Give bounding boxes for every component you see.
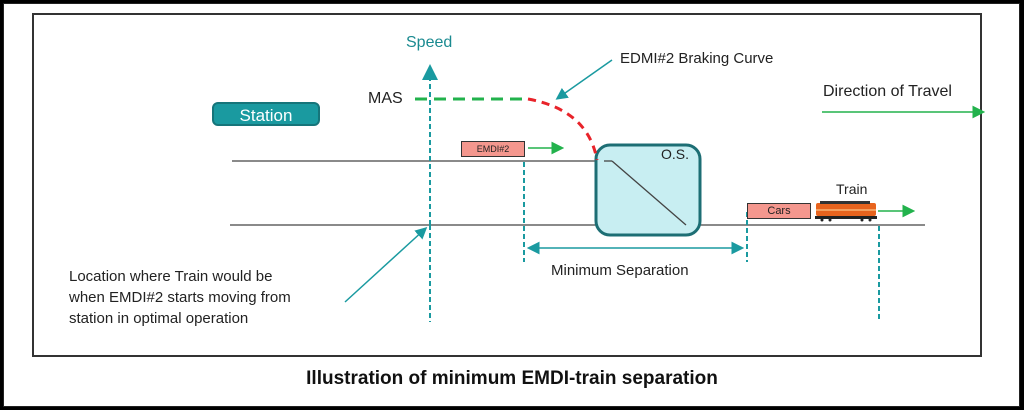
location-pointer	[344, 226, 428, 303]
braking-curve	[527, 97, 599, 161]
direction-of-travel-label: Direction of Travel	[823, 83, 952, 100]
crossover-diagonal	[611, 160, 687, 226]
mas-label: MAS	[368, 90, 403, 107]
station-label: Station	[212, 102, 320, 126]
os-block	[594, 143, 702, 237]
location-note-line2: when EMDI#2 starts moving from	[69, 289, 291, 306]
cars-vehicle: Cars	[747, 203, 811, 219]
location-note-line1: Location where Train would be	[69, 268, 273, 285]
diagram-frame	[32, 13, 982, 357]
figure-caption: Illustration of minimum EMDI-train separ…	[306, 368, 718, 389]
braking-curve-pointer	[555, 59, 613, 100]
emdi-vehicle: EMDI#2	[461, 141, 525, 157]
speed-axis-label: Speed	[406, 34, 453, 51]
location-note-line3: station in optimal operation	[69, 310, 249, 327]
locomotive-icon	[815, 201, 877, 222]
braking-curve-label: EDMI#2 Braking Curve	[620, 50, 774, 67]
train-label: Train	[836, 181, 868, 197]
minimum-separation-label: Minimum Separation	[551, 262, 689, 279]
os-label: O.S.	[661, 146, 690, 162]
